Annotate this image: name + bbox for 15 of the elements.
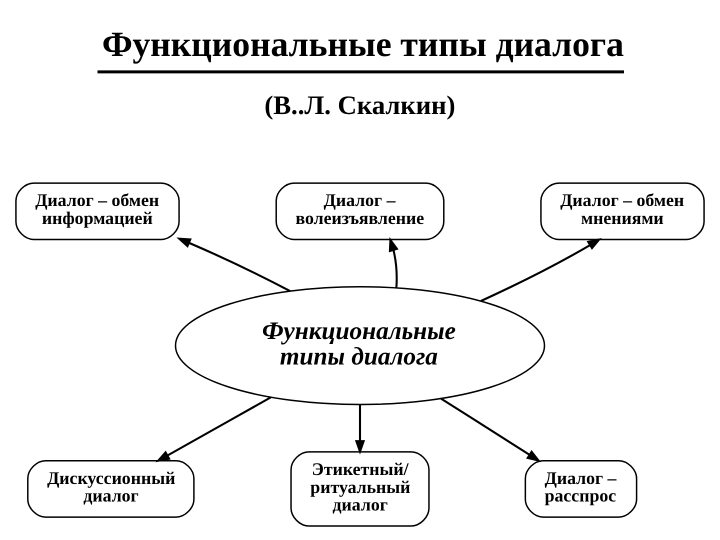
arrow <box>480 238 602 302</box>
arrow <box>354 404 366 455</box>
arrow <box>176 238 291 292</box>
label: (В..Л. Скалкин) <box>264 90 456 120</box>
arrow <box>440 398 542 462</box>
node-box: Диалог – волеизъявление <box>275 182 445 240</box>
node-box: Диалог – обмен мнениями <box>540 182 705 240</box>
arrow <box>388 236 399 288</box>
node-box: Дискуссионный диалог <box>27 460 195 518</box>
node-box: Диалог – расспрос <box>524 460 638 518</box>
node-ellipse: Функциональные типы диалога <box>174 286 546 406</box>
node-box: Диалог – обмен информацией <box>15 182 180 240</box>
arrow <box>156 396 272 462</box>
node-box: Этикетный/ ритуальный диалог <box>290 451 430 527</box>
diagram-title: Функциональные типы диалога <box>102 24 624 64</box>
